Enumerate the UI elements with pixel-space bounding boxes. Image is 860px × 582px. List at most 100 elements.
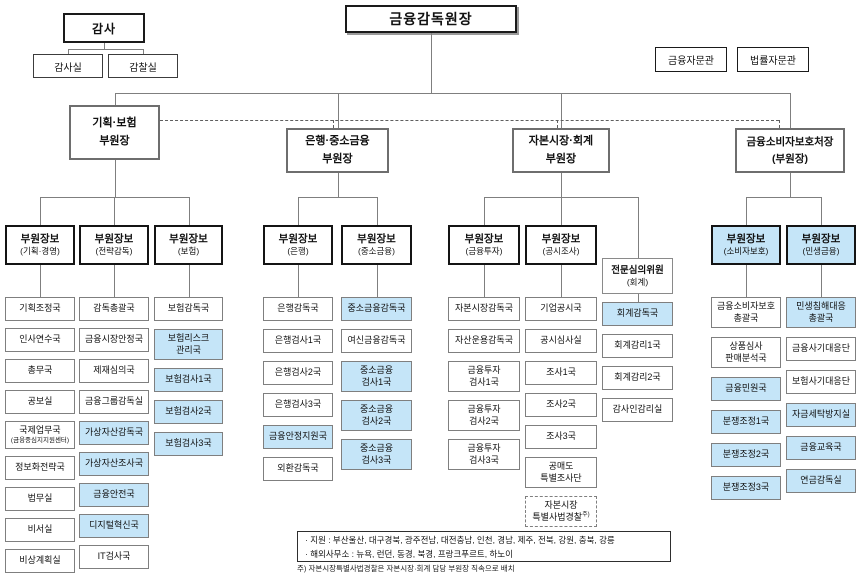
dept-box: 중소금융감독국 bbox=[341, 297, 412, 321]
head-title: 부원장보 bbox=[541, 233, 581, 246]
dept-box: 보험검사3국 bbox=[154, 432, 223, 456]
col-disclosure-head-box: 부원장보(공시조사) bbox=[525, 225, 597, 265]
head-title: 부원장보 bbox=[278, 233, 318, 246]
dept-sublabel: (금융중심지지원센터) bbox=[10, 436, 70, 444]
head-subtitle: (금융투자) bbox=[465, 246, 503, 257]
connector-line bbox=[561, 173, 562, 197]
dept-label: 기업공시국 bbox=[540, 303, 582, 314]
dept-box: 보험감독국 bbox=[154, 297, 223, 321]
dept-box: 가상자산조사국 bbox=[79, 452, 149, 476]
head-subtitle: (민생금융) bbox=[802, 246, 840, 257]
dept-box: 국제업무국(금융중심지지원센터) bbox=[5, 421, 75, 449]
dept-label: IT검사국 bbox=[97, 551, 131, 562]
dept-box: 기획조정국 bbox=[5, 297, 75, 321]
connector-line bbox=[337, 93, 339, 128]
dept-label: 회계감리1국 bbox=[614, 340, 661, 351]
dept-box: 분쟁조정1국 bbox=[711, 410, 781, 434]
dept-box: 인사연수국 bbox=[5, 328, 75, 352]
dept-label: 금융투자 검사1국 bbox=[467, 365, 501, 387]
col-invest-head-box: 부원장보(금융투자) bbox=[448, 225, 520, 265]
dept-label: 분쟁조정2국 bbox=[722, 449, 770, 460]
head-title: 부원장보 bbox=[94, 233, 134, 246]
dept-label: 은행검사2국 bbox=[274, 367, 322, 378]
col-sme-head-box: 부원장보(중소금융) bbox=[341, 225, 412, 265]
connector-line bbox=[790, 173, 791, 197]
dept-box: 금융민원국 bbox=[711, 377, 781, 401]
dept-box: 회계감리1국 bbox=[602, 334, 673, 358]
connector-line bbox=[376, 197, 378, 225]
dept-box: 조사1국 bbox=[525, 361, 597, 385]
financial-advisor-box: 금융자문관 bbox=[655, 47, 727, 72]
head-title: 부원장보 bbox=[20, 233, 60, 246]
dept-box: 자금세탁방지실 bbox=[786, 403, 856, 427]
dept-box: 은행검사1국 bbox=[263, 329, 333, 353]
footnote-text: 주) 자본시장특별사법경찰은 자본시장·회계 담당 부원장 직속으로 배치 bbox=[297, 564, 515, 573]
dept-label: 금융그룹감독실 bbox=[85, 396, 143, 407]
dept-label: 연금감독실 bbox=[800, 475, 842, 486]
dept-label: 중소금융 검사3국 bbox=[359, 443, 394, 465]
connector-line bbox=[333, 120, 334, 128]
connector-line bbox=[114, 197, 115, 225]
dept-label: 분쟁조정1국 bbox=[722, 416, 770, 427]
dept-label: 상품심사 판매분석국 bbox=[725, 341, 767, 363]
dept-box: 법무실 bbox=[5, 486, 75, 511]
col-accounting-head-box: 전문심의위원(회계) bbox=[602, 258, 673, 294]
dept-label: 보험검사2국 bbox=[165, 406, 212, 417]
dept-box: 상품심사 판매분석국 bbox=[711, 337, 781, 368]
col-livelihood-head-box: 부원장보(민생금융) bbox=[786, 225, 856, 265]
connector-line bbox=[484, 265, 485, 297]
dept-label: 보험리스크 관리국 bbox=[167, 333, 210, 355]
head-subtitle: (은행) bbox=[287, 246, 309, 257]
connector-line bbox=[40, 265, 41, 297]
connector-line bbox=[114, 93, 791, 94]
connector-line bbox=[114, 160, 116, 197]
connector-line bbox=[746, 265, 747, 297]
dept-label: 중소금융 검사2국 bbox=[359, 404, 394, 426]
head-subtitle: (중소금융) bbox=[358, 246, 395, 257]
head-subtitle: (기획·경영) bbox=[20, 246, 60, 257]
dept-label: 가상자산감독국 bbox=[85, 427, 143, 438]
dept-box: 비상계획실 bbox=[5, 548, 75, 573]
dept-label: 여신금융감독국 bbox=[347, 335, 406, 346]
dept-box: 금융시장안정국 bbox=[79, 328, 149, 352]
dept-box: 중소금융 검사3국 bbox=[341, 439, 412, 470]
dept-box: 여신금융감독국 bbox=[341, 329, 412, 353]
auditor-box: 감사 bbox=[63, 13, 145, 43]
dept-label: 법무실 bbox=[27, 492, 53, 503]
dept-label: 공보실 bbox=[27, 396, 53, 407]
dept-label: 정보화전략국 bbox=[15, 461, 65, 472]
dept-box: 자본시장 특별사법경찰주) bbox=[525, 496, 597, 527]
col-planning-mgmt-head-box: 부원장보(기획·경영) bbox=[5, 225, 75, 265]
dept-label: 금융투자 검사2국 bbox=[467, 404, 501, 426]
dept-box: 공매도 특별조사단 bbox=[525, 457, 597, 488]
connector-line bbox=[637, 197, 639, 258]
dept-box: 공보실 bbox=[5, 390, 75, 414]
connector-line bbox=[188, 197, 190, 225]
head-title: 부원장보 bbox=[169, 233, 208, 246]
dept-label: 제재심의국 bbox=[93, 365, 135, 376]
dept-label: 금융시장안정국 bbox=[85, 334, 143, 345]
head-title: 전문심의위원 bbox=[611, 264, 664, 276]
dept-box: 은행감독국 bbox=[263, 297, 333, 321]
dept-box: 디지털혁신국 bbox=[79, 514, 149, 538]
dept-box: 금융투자 검사2국 bbox=[448, 400, 520, 431]
dept-box: 보험검사1국 bbox=[154, 368, 223, 392]
dept-box: 금융사기대응단 bbox=[786, 337, 856, 361]
dept-label: 금융안정지원국 bbox=[269, 431, 327, 442]
connector-line bbox=[637, 294, 639, 302]
dept-box: 가상자산감독국 bbox=[79, 421, 149, 445]
connector-line bbox=[298, 265, 299, 297]
dept-label: 조사3국 bbox=[546, 431, 576, 442]
dept-label: 인사연수국 bbox=[19, 334, 61, 345]
connector-line bbox=[68, 49, 69, 54]
dept-label: 공매도 특별조사단 bbox=[540, 461, 582, 483]
head-title: 부원장보 bbox=[357, 233, 396, 246]
dept-label: 보험사기대응단 bbox=[792, 376, 850, 387]
connector-line bbox=[821, 265, 822, 297]
